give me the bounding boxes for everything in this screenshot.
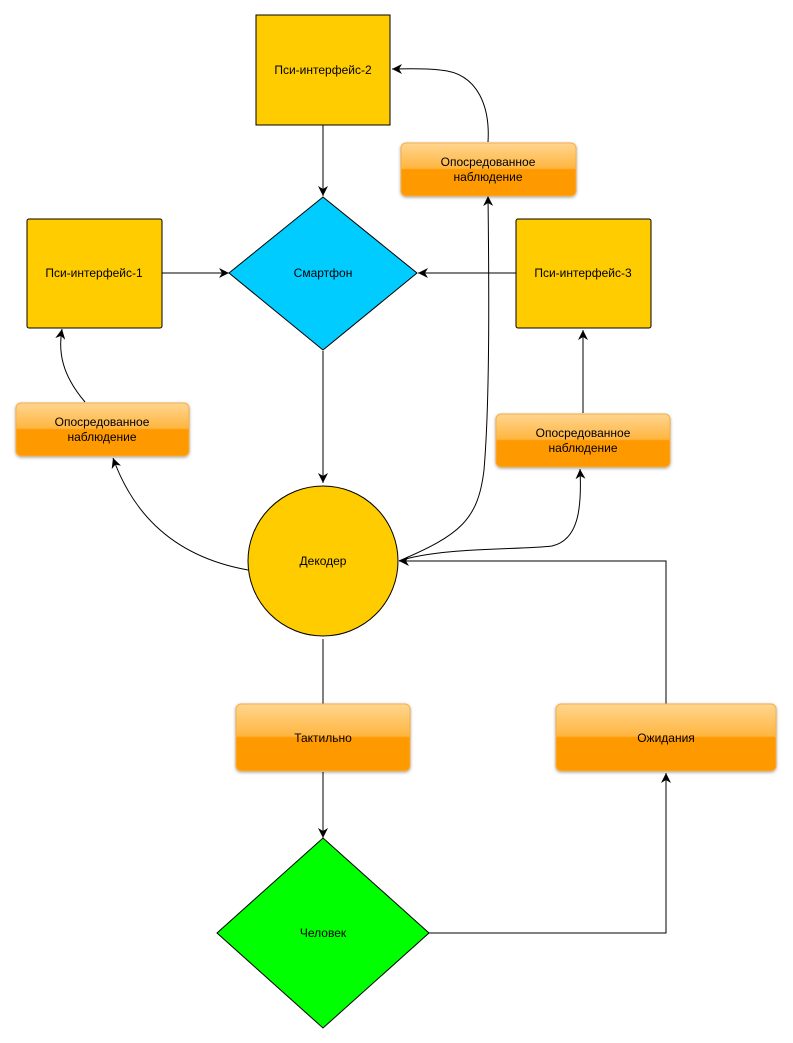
node-obs-right[interactable]: Опосредованное наблюдение (495, 413, 671, 468)
edge-obs-left-to-psi1 (55, 328, 86, 403)
expectations-label: Ожидания (637, 731, 695, 745)
node-obs-top[interactable]: Опосредованное наблюдение (400, 142, 577, 197)
obs-left-line2: наблюдение (67, 430, 136, 444)
psi1-box (26, 218, 163, 329)
node-expectations[interactable]: Ожидания (555, 703, 777, 772)
node-smartphone[interactable]: Смартфон (228, 196, 418, 351)
psi3-box (515, 218, 652, 329)
expectations-box (555, 703, 777, 772)
obs-left-line1: Опосредованное (55, 415, 150, 429)
decoder-circle (247, 485, 399, 637)
edges (55, 63, 671, 934)
edge-obs-top-to-psi2 (391, 63, 489, 143)
psi2-box (255, 14, 391, 126)
psi3-label: Пси-интерфейс-3 (534, 266, 632, 280)
node-psi1[interactable]: Пси-интерфейс-1 (26, 218, 163, 329)
smartphone-label: Смартфон (294, 266, 353, 280)
obs-right-box (495, 413, 671, 468)
psi1-label: Пси-интерфейс-1 (45, 266, 143, 280)
node-psi2[interactable]: Пси-интерфейс-2 (255, 14, 391, 126)
edge-decoder-to-obs-left (111, 457, 249, 571)
edge-expectations-to-decoder (399, 556, 667, 704)
human-diamond (216, 837, 430, 1029)
node-human[interactable]: Человек (216, 837, 430, 1029)
human-label: Человек (300, 926, 347, 940)
node-obs-left[interactable]: Опосредованное наблюдение (15, 402, 190, 457)
node-decoder[interactable]: Декодер (247, 485, 399, 637)
psi2-label: Пси-интерфейс-2 (274, 63, 372, 77)
obs-left-box (15, 402, 190, 457)
smartphone-diamond (228, 196, 418, 351)
obs-top-box (400, 142, 577, 197)
tactile-label: Тактильно (294, 731, 352, 745)
obs-top-line2: наблюдение (453, 170, 522, 184)
node-psi3[interactable]: Пси-интерфейс-3 (515, 218, 652, 329)
edge-decoder-to-obs-right (398, 468, 586, 562)
obs-right-line1: Опосредованное (536, 426, 631, 440)
edge-human-to-expectations (429, 773, 671, 934)
decoder-label: Декодер (300, 554, 347, 568)
obs-right-line2: наблюдение (548, 441, 617, 455)
edge-decoder-to-obs-top (398, 195, 494, 562)
tactile-box (235, 703, 411, 772)
obs-top-line1: Опосредованное (441, 155, 536, 169)
node-tactile[interactable]: Тактильно (235, 703, 411, 772)
